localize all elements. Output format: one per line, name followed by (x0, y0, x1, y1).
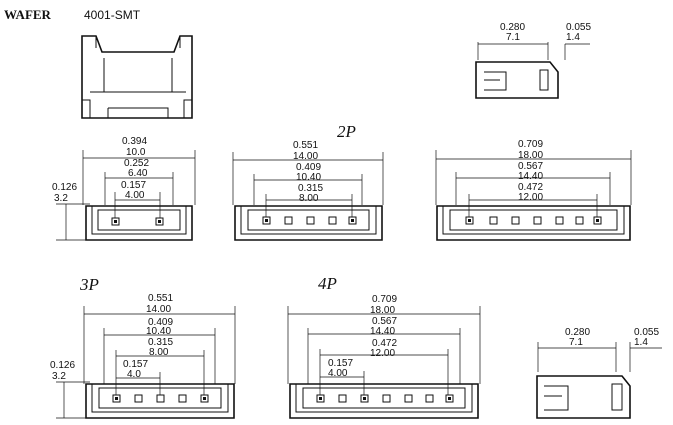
4p-top-span-inch: 0.472 (518, 182, 543, 193)
2p-inner-mm: 6.40 (128, 168, 148, 179)
view-4p-bottom-body (289, 383, 479, 419)
3p-bottom-pitch-inch: 0.157 (123, 359, 148, 370)
4p-bottom-overall-inch: 0.709 (372, 294, 397, 305)
2p-pitch-inch: 0.157 (121, 180, 146, 191)
side-bottom-length-inch: 0.280 (565, 327, 590, 338)
side-view-top: 0.280 7.1 0.055 1.4 (475, 22, 591, 99)
wafer-front-view (81, 35, 193, 119)
side-top-offset-mm: 1.4 (566, 32, 580, 43)
2p-height-inch: 0.126 (52, 182, 77, 193)
4p-top-overall-inch: 0.709 (518, 139, 543, 150)
view-3p-top-dims: 0.551 14.00 0.409 10.40 0.315 8.00 (232, 140, 384, 220)
side-top-offset-inch: 0.055 (566, 22, 591, 33)
view-3p-bottom-body (85, 383, 235, 419)
4p-bottom-inner-mm: 14.40 (370, 326, 395, 337)
3p-top-overall-inch: 0.551 (293, 140, 318, 151)
4p-top-overall-mm: 18.00 (518, 150, 543, 161)
label-4p: 4P (318, 274, 337, 293)
3p-bottom-height-mm: 3.2 (52, 371, 66, 382)
3p-bottom-span-mm: 8.00 (149, 347, 169, 358)
4p-top-span-mm: 12.00 (518, 192, 543, 203)
3p-top-inner-mm: 10.40 (296, 172, 321, 183)
view-2p-dims: 0.394 10.0 0.252 6.40 0.157 4.00 0.126 3… (52, 136, 196, 241)
2p-overall-inch: 0.394 (122, 136, 147, 147)
3p-bottom-overall-inch: 0.551 (148, 293, 173, 304)
label-3p: 3P (79, 275, 99, 294)
view-3p-bottom-dims: 0.551 14.00 0.409 10.40 0.315 8.00 0.157… (50, 293, 236, 419)
side-top-length-inch: 0.280 (500, 22, 525, 33)
3p-top-span-mm: 8.00 (299, 193, 319, 204)
side-top-length-mm: 7.1 (506, 32, 520, 43)
4p-bottom-span-inch: 0.472 (372, 338, 397, 349)
2p-overall-mm: 10.0 (126, 147, 146, 158)
2p-height-mm: 3.2 (54, 193, 68, 204)
4p-bottom-pitch-inch: 0.157 (328, 358, 353, 369)
3p-bottom-overall-mm: 14.00 (146, 304, 171, 315)
2p-inner-inch: 0.252 (124, 158, 149, 169)
4p-top-inner-inch: 0.567 (518, 161, 543, 172)
side-bottom-length-mm: 7.1 (569, 337, 583, 348)
2p-pitch-mm: 4.00 (125, 190, 145, 201)
4p-top-inner-mm: 14.40 (518, 171, 543, 182)
view-4p-top-body (436, 205, 631, 241)
side-view-bottom: 0.280 7.1 0.055 1.4 (536, 327, 662, 419)
view-2p-body (85, 205, 193, 241)
4p-bottom-overall-mm: 18.00 (370, 305, 395, 316)
label-2p: 2P (337, 122, 356, 141)
3p-bottom-height-inch: 0.126 (50, 360, 75, 371)
4p-bottom-inner-inch: 0.567 (372, 316, 397, 327)
3p-bottom-inner-mm: 10.40 (146, 326, 171, 337)
3p-bottom-inner-inch: 0.409 (148, 317, 173, 328)
4p-bottom-span-mm: 12.00 (370, 348, 395, 359)
3p-bottom-span-inch: 0.315 (148, 337, 173, 348)
side-bottom-offset-inch: 0.055 (634, 327, 659, 338)
view-4p-bottom-dims: 0.709 18.00 0.567 14.40 0.472 12.00 0.15… (287, 294, 481, 398)
4p-bottom-pitch-mm: 4.00 (328, 368, 348, 379)
part-number: 4001-SMT (84, 8, 141, 22)
drawing-title: WAFER (4, 7, 52, 22)
3p-bottom-pitch-mm: 4.0 (127, 369, 141, 380)
3p-top-span-inch: 0.315 (298, 183, 323, 194)
3p-top-inner-inch: 0.409 (296, 162, 321, 173)
3p-top-overall-mm: 14.00 (293, 151, 318, 162)
view-3p-top-body (234, 205, 383, 241)
view-4p-top-dims: 0.709 18.00 0.567 14.40 0.472 12.00 (435, 139, 632, 220)
side-bottom-offset-mm: 1.4 (634, 337, 648, 348)
